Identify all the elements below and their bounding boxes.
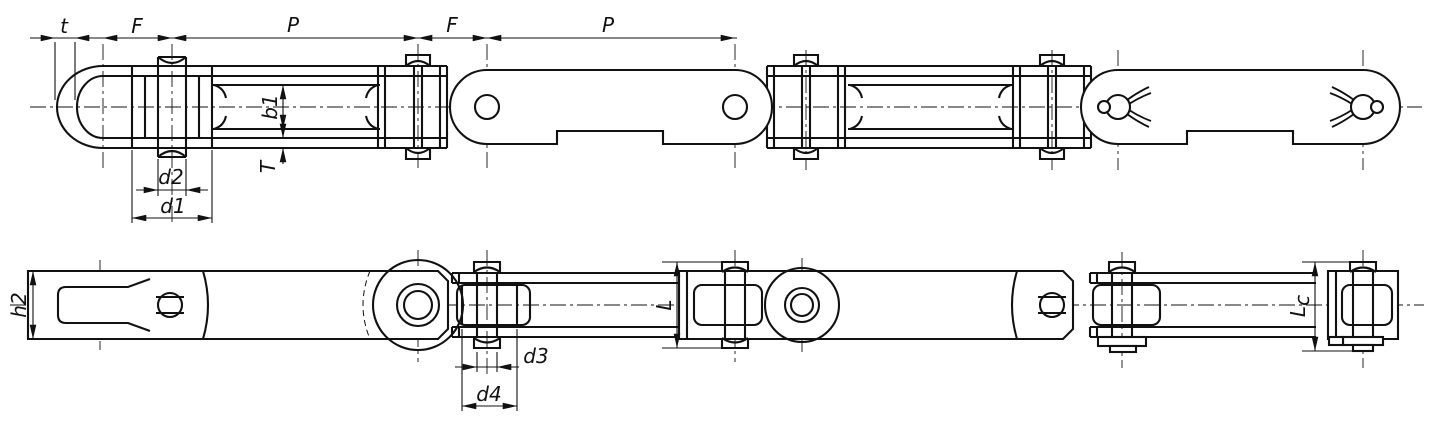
hole — [1038, 291, 1066, 319]
pin-hole — [473, 93, 501, 121]
dim-label-p1: P — [287, 13, 300, 37]
dim-label-f2: F — [446, 13, 458, 37]
fork-slot — [56, 278, 151, 332]
dim-label-d2: d2 — [158, 165, 183, 189]
chain-pin — [472, 260, 502, 350]
side-view-dimensions: t F P F P b1 T d2 d1 — [30, 13, 737, 223]
flat-link-2 — [677, 269, 1075, 341]
forge-boundary — [1011, 270, 1019, 340]
edge-link-a — [450, 271, 770, 339]
plan-view: h2 d3 d4 L Lc — [7, 250, 1424, 411]
cotter-pin-icon — [1329, 86, 1385, 128]
flat-link-1 — [26, 258, 465, 352]
flanged-roller — [130, 55, 214, 159]
fork-links — [55, 55, 1093, 159]
eye-bar-link-1 — [448, 68, 774, 146]
cottered-pin — [1327, 260, 1385, 353]
axle-heads — [404, 53, 1066, 161]
dim-label-f1: F — [131, 14, 143, 38]
dim-label-d1: d1 — [160, 194, 185, 218]
break-line — [362, 270, 371, 340]
hole — [156, 291, 184, 319]
loop-inner-arc — [76, 74, 104, 140]
forge-boundary — [201, 270, 209, 340]
dim-label-b1: b1 — [258, 94, 282, 119]
dim-label-l: L — [652, 299, 676, 310]
end-block — [1326, 260, 1400, 353]
pin-hole — [721, 93, 749, 121]
dim-label-d4: d4 — [476, 382, 501, 406]
cottered-pin — [1096, 260, 1148, 354]
chain-pin — [720, 260, 750, 350]
dim-label-d3: d3 — [523, 344, 548, 368]
side-view: t F P F P b1 T d2 d1 — [30, 13, 1422, 224]
dim-label-p2: P — [602, 13, 615, 37]
roller-outline — [763, 266, 841, 344]
loop-outer-arc — [55, 64, 104, 150]
dim-label-h2: h2 — [7, 292, 31, 317]
dim-label-t: t — [60, 14, 69, 38]
plan-view-dimensions: h2 d3 d4 L Lc — [7, 261, 1356, 411]
dim-label-lc: Lc — [1286, 295, 1314, 317]
dim-label-T: T — [256, 159, 280, 173]
edge-link-b — [1088, 271, 1316, 339]
cotter-pin-icon — [1096, 86, 1152, 128]
eye-bar-link-2 — [1079, 68, 1402, 146]
